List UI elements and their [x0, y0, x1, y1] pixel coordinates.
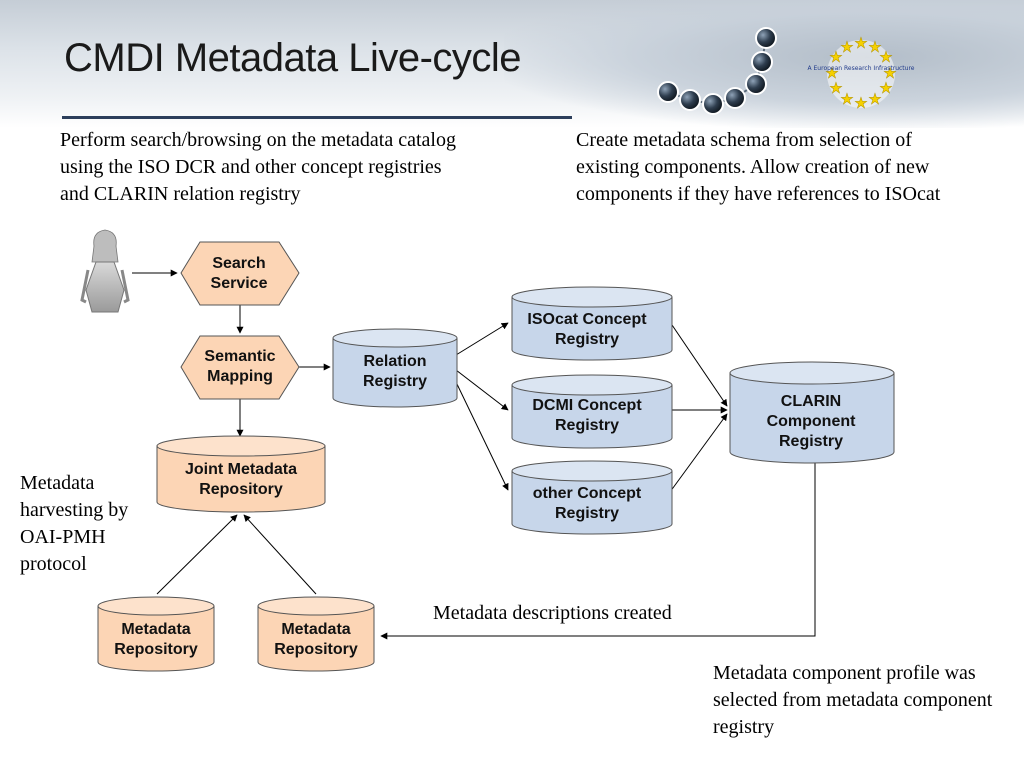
svg-text:★: ★: [854, 34, 867, 52]
svg-text:★: ★: [868, 90, 881, 108]
clarin-registry-label: CLARIN Component Registry: [766, 393, 856, 450]
metadata-repository-2-node: [257, 596, 375, 672]
search-service-label: Search Service: [210, 255, 268, 292]
svg-text:★: ★: [868, 38, 881, 56]
svg-text:★: ★: [879, 79, 892, 97]
relation-registry-label: Relation Registry: [362, 353, 428, 390]
svg-text:★: ★: [854, 94, 867, 112]
descriptions-created-label: Metadata descriptions created: [433, 602, 672, 624]
dcmi-registry-node: [511, 374, 673, 449]
isocat-registry-node: [511, 286, 673, 361]
svg-text:★: ★: [825, 64, 838, 82]
other-registry-node: [511, 460, 673, 535]
harvesting-description: Metadata harvesting by OAI-PMH protocol: [20, 472, 129, 575]
user-figure: [80, 229, 130, 313]
search-service-node: [180, 241, 300, 306]
relation-registry-node: [332, 328, 458, 408]
metadata-repository-2-label: Metadata Repository: [274, 621, 358, 658]
connectors: [132, 269, 816, 640]
page-title: CMDI Metadata Live-cycle: [64, 36, 522, 80]
svg-text:★: ★: [829, 79, 842, 97]
svg-text:★: ★: [829, 48, 842, 66]
svg-text:★: ★: [840, 90, 853, 108]
other-registry-label: other Concept Registry: [532, 485, 642, 522]
svg-text:★: ★: [840, 38, 853, 56]
title-underline: [62, 116, 572, 119]
isocat-registry-label: ISOcat Concept Registry: [527, 311, 647, 348]
profile-selected-description: Metadata component profile was selected …: [713, 662, 993, 738]
semantic-mapping-label: Semantic Mapping: [204, 348, 276, 385]
clarin-registry-node: [729, 361, 895, 464]
logo-text: A European Research Infrastructure: [808, 65, 915, 72]
svg-text:★: ★: [883, 64, 896, 82]
european-infrastructure-logo: ★ ★ ★ ★ ★ ★ ★ ★ ★ ★ ★ ★ A European Resea…: [808, 34, 915, 113]
dcmi-registry-label: DCMI Concept Registry: [532, 397, 642, 434]
joint-metadata-repository-label: Joint Metadata Repository: [184, 461, 297, 498]
metadata-repository-1-label: Metadata Repository: [114, 621, 198, 658]
joint-metadata-repository-node: [156, 435, 326, 513]
svg-text:★: ★: [879, 48, 892, 66]
create-schema-description: Create metadata schema from selection of…: [576, 129, 941, 205]
search-browse-description: Perform search/browsing on the metadata …: [60, 129, 456, 205]
semantic-mapping-node: [180, 335, 300, 400]
header-network-decoration: [657, 27, 777, 115]
metadata-repository-1-node: [97, 596, 215, 672]
